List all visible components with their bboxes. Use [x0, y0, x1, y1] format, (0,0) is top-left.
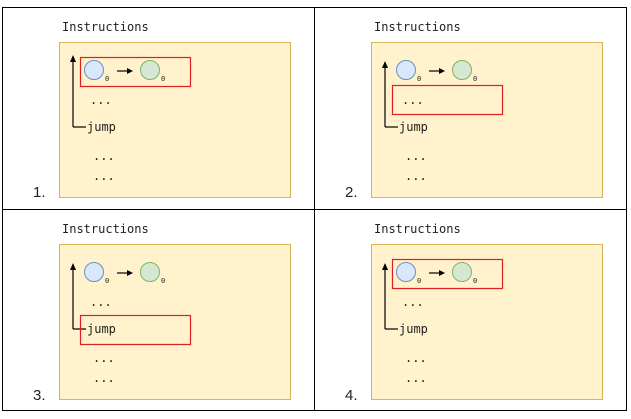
node-subscript: 0 [417, 75, 421, 83]
node-circle-blue [396, 60, 416, 80]
panel-4: Instructions 0 0 ... jump ... ... 4. [345, 222, 603, 404]
node-circle-green [452, 60, 472, 80]
jump-arrow-head [70, 263, 76, 270]
panel-number: 3. [33, 387, 46, 404]
current-step-highlight [79, 56, 192, 88]
code-line-jump: jump [87, 120, 116, 134]
node-circle-green [452, 262, 472, 282]
panel-number: 4. [345, 387, 358, 404]
panel-number: 2. [345, 184, 358, 201]
node-subscript: 0 [161, 75, 165, 83]
code-line: ... [93, 169, 115, 183]
panel-1: Instructions 0 0 ... jump ... ... 1. [33, 20, 291, 201]
code-line: ... [405, 371, 427, 385]
node-subscript: 0 [473, 277, 477, 285]
node-subscript: 0 [417, 277, 421, 285]
panel-2: Instructions 0 0 ... jump ... ... 2. [345, 20, 603, 201]
node-subscript: 0 [473, 75, 477, 83]
node-circle-green [140, 262, 160, 282]
code-line: ... [93, 371, 115, 385]
code-line: ... [93, 149, 115, 163]
panel-3: Instructions 0 0 ... jump ... ... 3. [33, 222, 291, 404]
current-step-highlight [79, 314, 192, 346]
code-line: ... [405, 351, 427, 365]
code-line: ... [405, 149, 427, 163]
panel-title: Instructions [374, 20, 461, 34]
panel-title: Instructions [62, 222, 149, 236]
code-line: ... [90, 93, 112, 107]
node-subscript: 0 [161, 277, 165, 285]
node-circle-blue [84, 262, 104, 282]
node-subscript: 0 [105, 75, 109, 83]
node-subscript: 0 [105, 277, 109, 285]
jump-arrow-head [382, 263, 388, 270]
code-line: ... [402, 93, 424, 107]
panel-title: Instructions [374, 222, 461, 236]
jump-arrow-head [382, 61, 388, 68]
code-line-jump: jump [399, 322, 428, 336]
node-circle-green [140, 60, 160, 80]
panel-number: 1. [33, 184, 46, 201]
code-line: ... [93, 351, 115, 365]
code-line-jump: jump [87, 322, 116, 336]
panel-title: Instructions [62, 20, 149, 34]
current-step-highlight [391, 258, 504, 290]
code-line: ... [90, 295, 112, 309]
code-line: ... [405, 169, 427, 183]
current-step-highlight [391, 84, 504, 116]
node-circle-blue [396, 262, 416, 282]
code-line-jump: jump [399, 120, 428, 134]
code-line: ... [402, 295, 424, 309]
node-circle-blue [84, 60, 104, 80]
jump-arrow-head [70, 55, 76, 62]
